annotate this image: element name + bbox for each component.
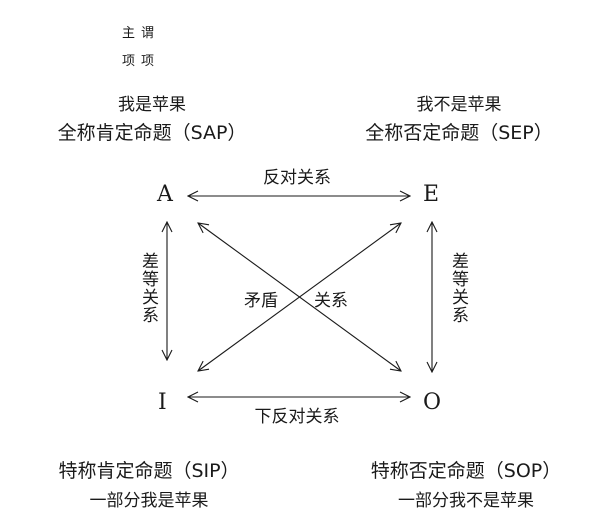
relation-subalternation-right-label: 差等关系 bbox=[448, 252, 468, 324]
corner-o-example: 一部分我不是苹果 bbox=[398, 491, 534, 511]
corner-o-name: 特称否定命题（SOP） bbox=[370, 460, 562, 482]
corner-i-letter: I bbox=[158, 390, 167, 415]
corner-i-name: 特称肯定命题（SIP） bbox=[58, 460, 240, 482]
corner-a-name: 全称肯定命题（SAP） bbox=[57, 122, 247, 144]
relation-subcontrary-label: 下反对关系 bbox=[254, 407, 340, 427]
corner-e-name: 全称否定命题（SEP） bbox=[365, 122, 553, 144]
corner-o-letter: O bbox=[423, 390, 442, 415]
header-label-term: 项项 bbox=[122, 54, 161, 69]
corner-a-example: 我是苹果 bbox=[118, 95, 186, 115]
arrow-contradiction-e-i bbox=[198, 223, 401, 371]
header-label-subject-predicate: 主谓 bbox=[122, 26, 161, 41]
corner-e-example: 我不是苹果 bbox=[416, 95, 502, 115]
corner-i-example: 一部分我是苹果 bbox=[89, 491, 209, 511]
corner-a-letter: A bbox=[157, 182, 173, 207]
corner-e-letter: E bbox=[423, 182, 440, 207]
relation-contrary-label: 反对关系 bbox=[263, 168, 331, 188]
relation-subalternation-left-label: 差等关系 bbox=[138, 252, 158, 324]
